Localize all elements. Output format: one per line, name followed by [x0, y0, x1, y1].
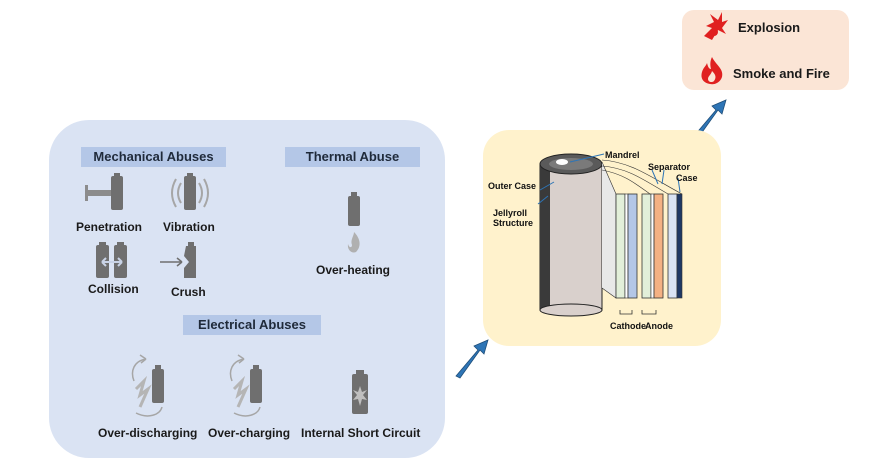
collision-icon [96, 242, 127, 278]
arrow-icon [455, 339, 489, 379]
case-label: Case [676, 173, 698, 183]
explosion-icon [704, 12, 728, 40]
overheating-label: Over-heating [316, 263, 391, 277]
explosion-label: Explosion [738, 20, 801, 35]
anode-label: Anode [645, 321, 673, 331]
mandrel-label: Mandrel [605, 150, 640, 160]
electrical-abuses-header: Electrical Abuses [183, 315, 321, 335]
penetration-icon [85, 173, 123, 210]
vibration-label: Vibration [163, 220, 215, 234]
fire-icon [701, 57, 723, 85]
outer-case-label: Outer Case [488, 181, 537, 191]
crush-label: Crush [171, 285, 206, 299]
overdischarging-label: Over-discharging [98, 426, 198, 440]
overdischarging-icon [131, 354, 164, 417]
overcharging-label: Over-charging [208, 426, 291, 440]
smoke-and-fire-label: Smoke and Fire [733, 66, 830, 81]
cathode-label: Cathode [610, 321, 646, 331]
overheating-icon [347, 192, 360, 253]
mechanical-abuses-header: Mechanical Abuses [81, 147, 226, 167]
thermal-abuse-header: Thermal Abuse [285, 147, 420, 167]
separator-label: Separator [648, 162, 691, 172]
internal-short-circuit-icon [352, 370, 368, 414]
vibration-icon [171, 173, 209, 210]
jellyroll-structure-label: Jellyroll Structure [493, 208, 534, 228]
overcharging-icon [229, 354, 262, 417]
jellyroll-cell-diagram [537, 153, 683, 317]
internal-short-circuit-label: Internal Short Circuit [301, 426, 421, 440]
crush-icon [160, 242, 196, 278]
penetration-label: Penetration [76, 220, 143, 234]
collision-label: Collision [88, 282, 139, 296]
